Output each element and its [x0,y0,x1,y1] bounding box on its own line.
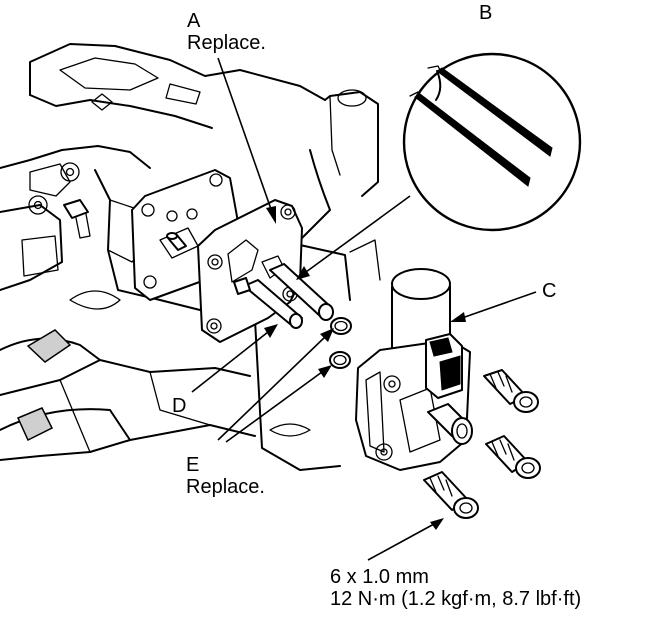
callout-e-letter: E [186,454,200,476]
detail-circle-b [402,52,582,232]
filter-plate [197,199,334,343]
flange-bolts [423,369,541,519]
bolt-spec: 6 x 1.0 mm 12 N·m (1.2 kgf·m, 8.7 lbf·ft… [330,566,581,610]
callout-e-note: Replace. [186,476,265,498]
callout-b: B [479,2,493,24]
bolt-spec-torque: 12 N·m (1.2 kgf·m, 8.7 lbf·ft) [330,588,582,610]
callout-a-note: Replace. [187,32,266,54]
callout-d: D [172,395,187,417]
bolt [423,471,479,519]
callout-e: E Replace. [186,454,265,498]
leader-lines [191,57,537,561]
callout-c: C [542,280,557,302]
bolt [485,435,541,479]
bolt-spec-size: 6 x 1.0 mm [330,566,429,588]
bolt [483,369,539,413]
callout-a: A Replace. [187,10,266,54]
o-rings [329,317,352,369]
callout-a-letter: A [187,10,201,32]
solenoid-valve [355,268,473,471]
